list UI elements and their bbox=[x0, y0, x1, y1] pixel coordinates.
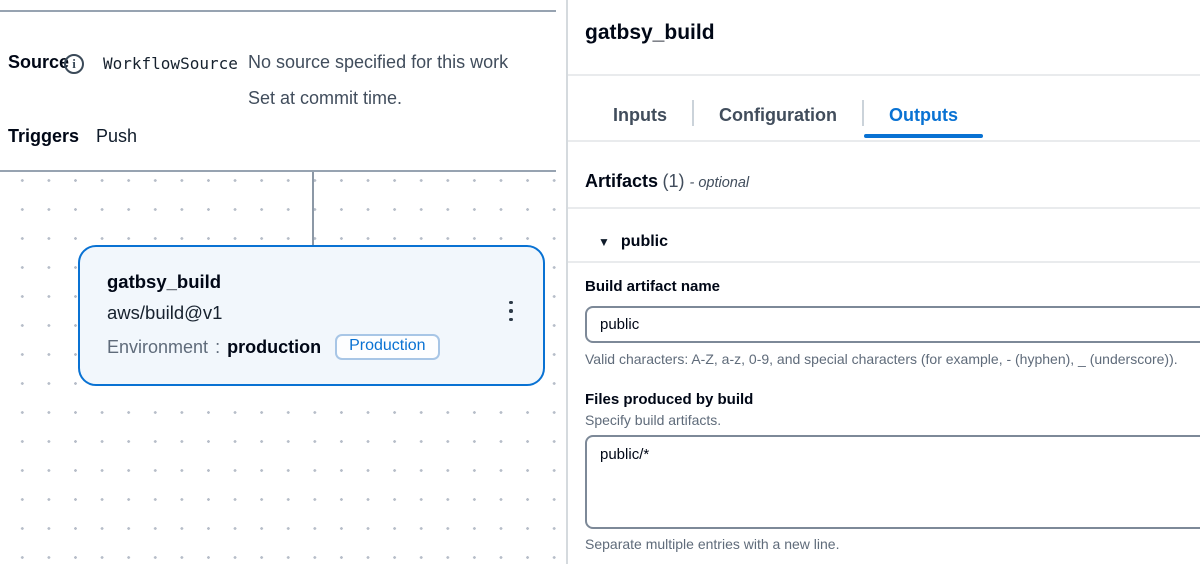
workflow-properties-box: Source i WorkflowSource No source specif… bbox=[0, 10, 556, 172]
tab-outputs[interactable]: Outputs bbox=[863, 94, 983, 140]
artifacts-label: Artifacts bbox=[585, 171, 659, 191]
artifacts-optional-label: - optional bbox=[689, 175, 750, 191]
artifacts-count: (1) bbox=[662, 171, 689, 191]
source-label: Source bbox=[8, 52, 70, 72]
info-icon[interactable]: i bbox=[64, 54, 84, 74]
divider bbox=[568, 74, 1200, 76]
artifact-name-helper: Valid characters: A-Z, a-z, 0-9, and spe… bbox=[585, 351, 1178, 367]
kebab-menu-icon[interactable] bbox=[499, 289, 523, 333]
files-label: Files produced by build bbox=[585, 391, 754, 408]
source-description-line2: Set at commit time. bbox=[248, 88, 403, 108]
pane-divider bbox=[566, 0, 568, 564]
divider bbox=[568, 261, 1200, 263]
files-textarea[interactable]: public/* bbox=[585, 435, 1200, 529]
artifact-name-input[interactable] bbox=[585, 306, 1200, 343]
node-connector-line bbox=[312, 172, 314, 246]
tab-separator bbox=[692, 100, 694, 126]
tab-inputs[interactable]: Inputs bbox=[613, 105, 667, 125]
artifacts-header: Artifacts (1) - optional bbox=[585, 171, 749, 192]
expander-label: public bbox=[620, 233, 668, 250]
panel-title: gatbsy_build bbox=[585, 21, 715, 44]
artifact-expander-public[interactable]: ▼ public bbox=[598, 233, 668, 251]
triggers-value: Push bbox=[96, 126, 138, 146]
workflow-node-gatbsy-build[interactable]: gatbsy_build aws/build@v1 Environment : … bbox=[78, 245, 545, 386]
files-helper: Separate multiple entries with a new lin… bbox=[585, 536, 840, 552]
workflow-editor-pane: Source i WorkflowSource No source specif… bbox=[0, 0, 556, 564]
environment-label: Environment bbox=[107, 336, 209, 357]
divider bbox=[568, 207, 1200, 209]
tab-strip: Inputs Configuration Outputs bbox=[588, 94, 983, 140]
source-value: WorkflowSource bbox=[103, 54, 238, 73]
node-action-id: aws/build@v1 bbox=[107, 302, 223, 323]
tab-separator bbox=[861, 100, 864, 126]
production-badge: Production bbox=[335, 334, 440, 360]
source-description-line1: No source specified for this work bbox=[248, 52, 509, 72]
environment-value: production bbox=[227, 336, 322, 357]
node-details-panel: gatbsy_build Inputs Configuration Output… bbox=[568, 0, 1200, 564]
workflow-canvas[interactable]: gatbsy_build aws/build@v1 Environment : … bbox=[0, 172, 556, 564]
node-title: gatbsy_build bbox=[107, 271, 222, 292]
tab-strip-divider bbox=[568, 140, 1200, 142]
triggers-label: Triggers bbox=[8, 126, 80, 146]
node-environment-row: Environment : production Production bbox=[107, 334, 440, 360]
artifacts-count-value: (1) bbox=[662, 171, 685, 191]
tab-configuration[interactable]: Configuration bbox=[719, 105, 837, 125]
caret-down-icon: ▼ bbox=[598, 235, 610, 249]
files-description: Specify build artifacts. bbox=[585, 412, 722, 428]
artifact-name-label: Build artifact name bbox=[585, 278, 721, 295]
environment-separator: : bbox=[215, 336, 221, 357]
